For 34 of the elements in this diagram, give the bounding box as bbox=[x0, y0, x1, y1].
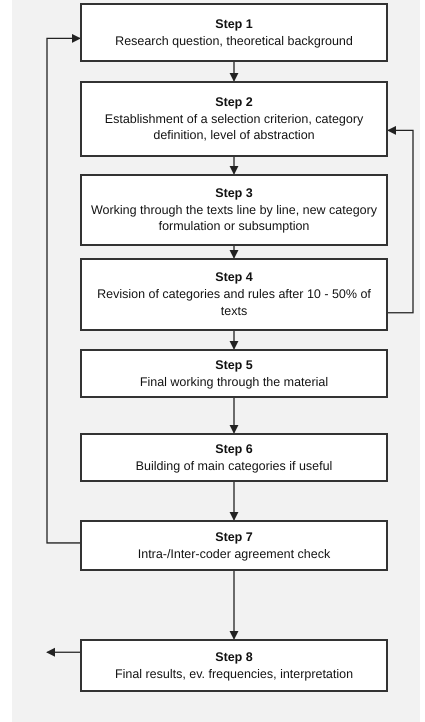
arrow bbox=[229, 62, 239, 82]
step-heading: Step 5 bbox=[215, 356, 253, 374]
step-heading: Step 2 bbox=[215, 94, 253, 111]
step-heading: Step 1 bbox=[215, 16, 253, 32]
arrow bbox=[387, 126, 414, 314]
step-box bbox=[80, 258, 388, 331]
arrow bbox=[46, 34, 81, 544]
step-description: Establishment of a selection criterion, category definition, level of abstraction bbox=[104, 110, 364, 144]
step-description: Research question, theoretical background bbox=[115, 32, 353, 50]
step-description: Revision of categories and rules after 10 - 50% of texts bbox=[96, 286, 372, 320]
step-box bbox=[80, 81, 388, 157]
arrow bbox=[229, 246, 239, 259]
step-description: Building of main categories if useful bbox=[136, 458, 332, 474]
step-description: Intra-/Inter-coder agreement check bbox=[138, 546, 330, 562]
step-heading: Step 6 bbox=[215, 440, 253, 458]
step-box bbox=[80, 349, 388, 398]
step-heading: Step 4 bbox=[215, 269, 253, 286]
step-heading: Step 3 bbox=[215, 184, 253, 202]
arrow bbox=[229, 157, 239, 175]
arrow bbox=[229, 331, 239, 350]
arrow bbox=[229, 482, 239, 521]
step-box bbox=[80, 433, 388, 482]
step-heading: Step 8 bbox=[215, 648, 253, 666]
step-box bbox=[80, 520, 388, 571]
step-box bbox=[80, 174, 388, 246]
arrow bbox=[229, 571, 239, 640]
step-box bbox=[80, 3, 388, 62]
step-description: Final working through the material bbox=[140, 374, 328, 390]
arrow bbox=[229, 398, 239, 434]
arrow bbox=[46, 648, 80, 657]
step-description: Working through the texts line by line, new category formulation or subsumption bbox=[90, 202, 378, 236]
step-heading: Step 7 bbox=[215, 528, 253, 546]
step-box bbox=[80, 639, 388, 692]
step-description: Final results, ev. frequencies, interpretation bbox=[114, 666, 354, 682]
